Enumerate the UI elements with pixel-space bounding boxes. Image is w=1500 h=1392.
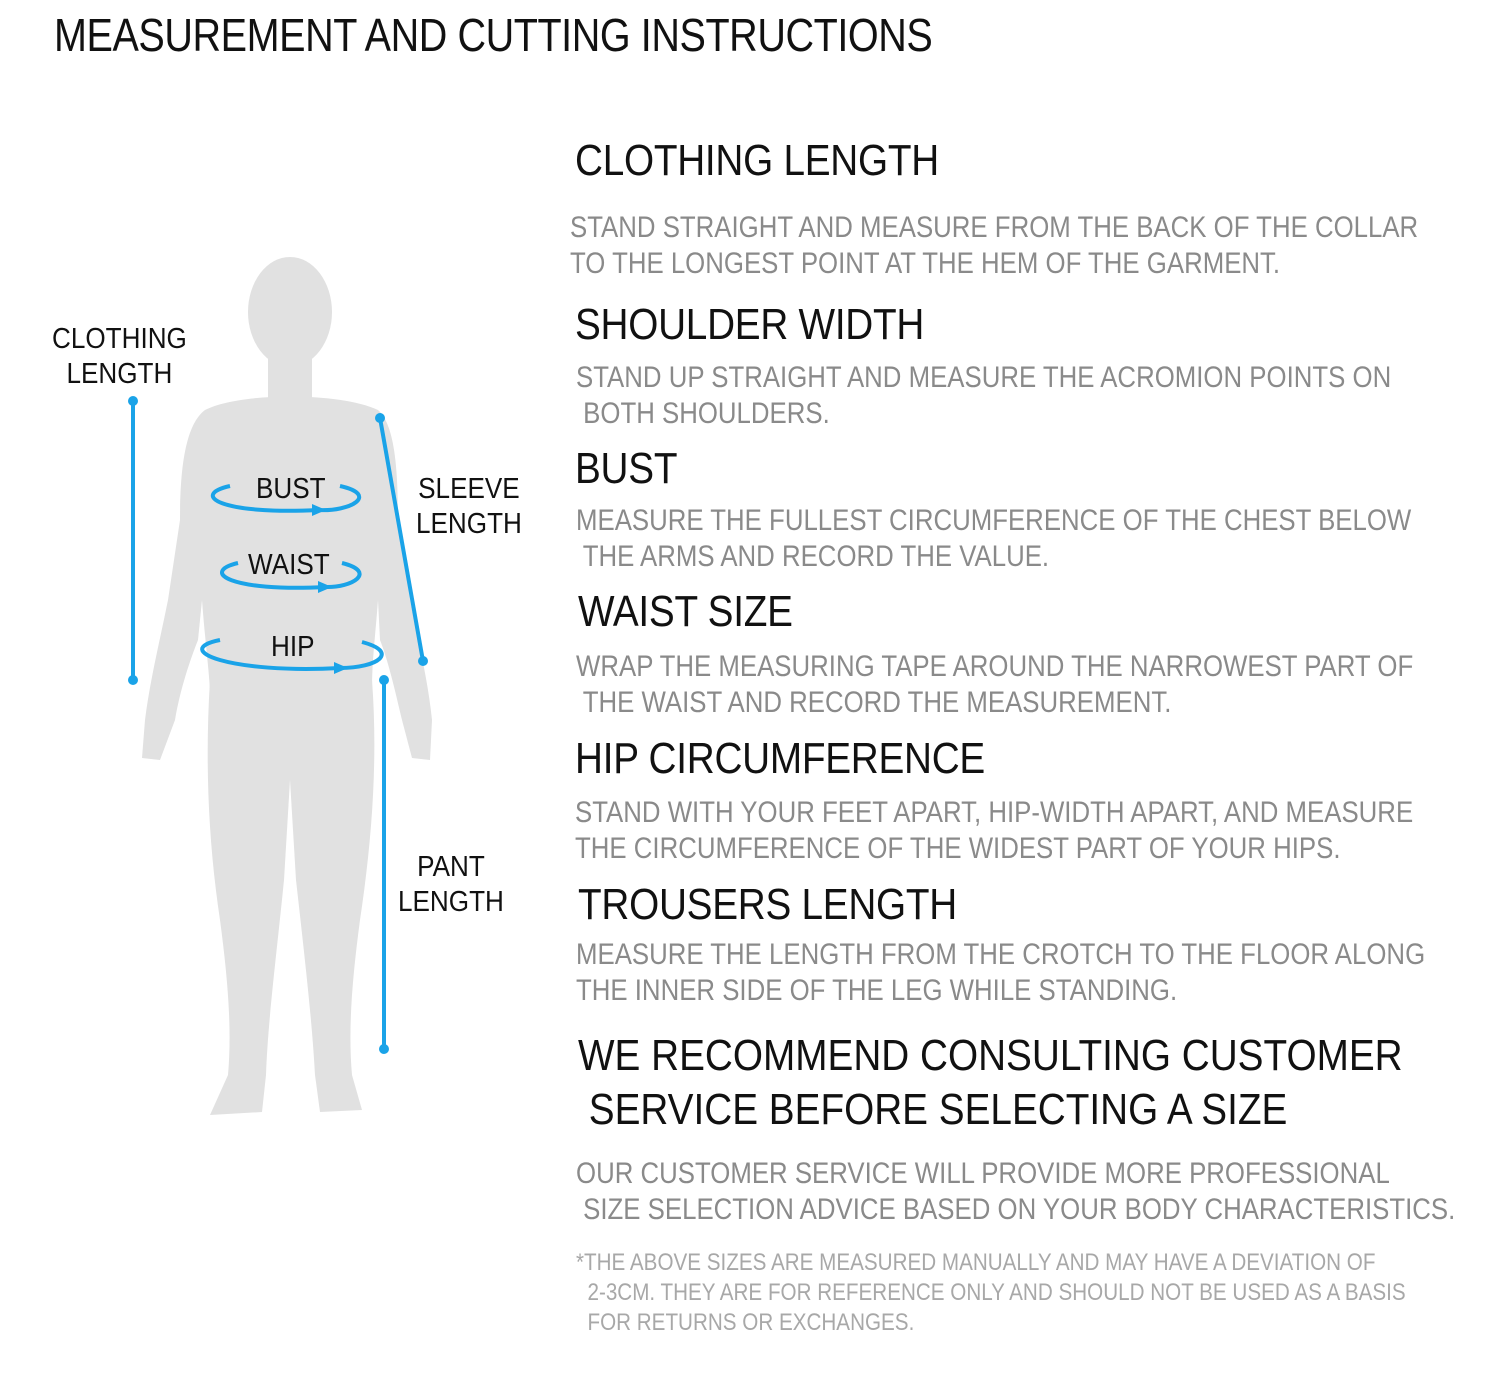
waist-size-heading: WAIST SIZE [578,587,793,636]
waist-ring [220,561,362,590]
hip-circumference-text: STAND WITH YOUR FEET APART, HIP-WIDTH AP… [575,796,1414,865]
hip-ring [200,638,384,671]
hip-circumference-heading: HIP CIRCUMFERENCE [575,734,985,783]
body-silhouette [142,257,432,1115]
trousers-length-text: MEASURE THE LENGTH FROM THE CROTCH TO TH… [576,938,1426,1007]
trousers-length-heading: TROUSERS LENGTH [578,880,957,929]
bust-label: BUST [256,473,326,505]
clothing-length-text: STAND STRAIGHT AND MEASURE FROM THE BACK… [570,211,1419,280]
bust-ring [210,484,362,513]
shoulder-width-text: STAND UP STRAIGHT AND MEASURE THE ACROMI… [576,361,1392,430]
sleeve-length-line [378,417,425,662]
recommendation-heading: WE RECOMMEND CONSULTING CUSTOMER SERVICE… [578,1031,1403,1134]
clothing-length-label: CLOTHING LENGTH [52,323,187,390]
disclaimer-footnote: *THE ABOVE SIZES ARE MEASURED MANUALLY A… [576,1249,1406,1336]
pant-length-label: PANT LENGTH [398,851,504,918]
body-measurement-figure [128,257,432,1115]
hip-label: HIP [271,631,315,663]
sleeve-length-label: SLEEVE LENGTH [416,473,522,540]
waist-size-text: WRAP THE MEASURING TAPE AROUND THE NARRO… [576,650,1414,719]
bust-heading: BUST [575,444,678,493]
shoulder-width-heading: SHOULDER WIDTH [575,300,925,349]
measurement-lines [131,401,425,1049]
waist-label: WAIST [248,549,330,581]
measurement-markers [128,396,428,1054]
bust-text: MEASURE THE FULLEST CIRCUMFERENCE OF THE… [576,504,1412,573]
clothing-length-heading: CLOTHING LENGTH [575,136,939,185]
page-title: MEASUREMENT AND CUTTING INSTRUCTIONS [54,9,933,61]
recommendation-text: OUR CUSTOMER SERVICE WILL PROVIDE MORE P… [576,1157,1456,1226]
